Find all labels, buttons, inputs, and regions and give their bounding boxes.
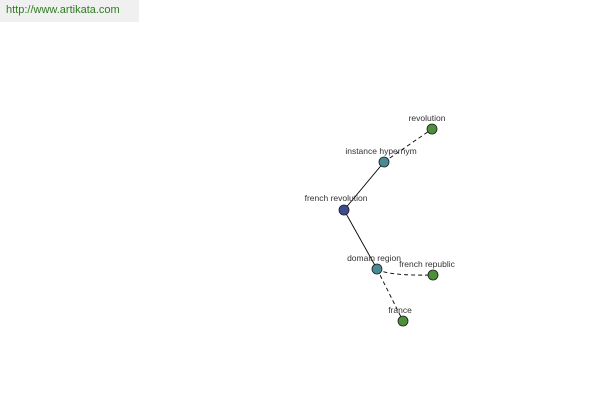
node-label-domain-region[interactable]: domain region [347, 253, 401, 263]
node-label-french-republic[interactable]: french republic [399, 259, 456, 269]
edges-layer [343, 128, 434, 322]
nodes-layer: french revolution instance hypernym revolu… [305, 113, 456, 327]
node-french-republic[interactable] [427, 269, 439, 281]
edge-french-revolution-to-instance-hypernym [343, 161, 385, 211]
node-label-france[interactable]: france [388, 305, 412, 315]
node-french-revolution[interactable] [338, 204, 350, 216]
node-instance-hypernym[interactable] [378, 156, 390, 168]
edge-instance-hypernym-to-revolution [383, 128, 433, 163]
edge-domain-region-to-french-republic [376, 268, 434, 276]
site-url-link[interactable]: http://www.artikata.com [6, 4, 120, 16]
node-label-instance-hypernym[interactable]: instance hypernym [345, 146, 416, 156]
node-label-french-revolution[interactable]: french revolution [305, 193, 368, 203]
node-revolution[interactable] [426, 123, 438, 135]
edge-french-revolution-to-domain-region [343, 209, 378, 270]
url-banner: http://www.artikata.com [0, 0, 139, 22]
node-france[interactable] [397, 315, 409, 327]
node-label-revolution[interactable]: revolution [409, 113, 446, 123]
node-domain-region[interactable] [371, 263, 383, 275]
edge-domain-region-to-france [376, 268, 404, 322]
